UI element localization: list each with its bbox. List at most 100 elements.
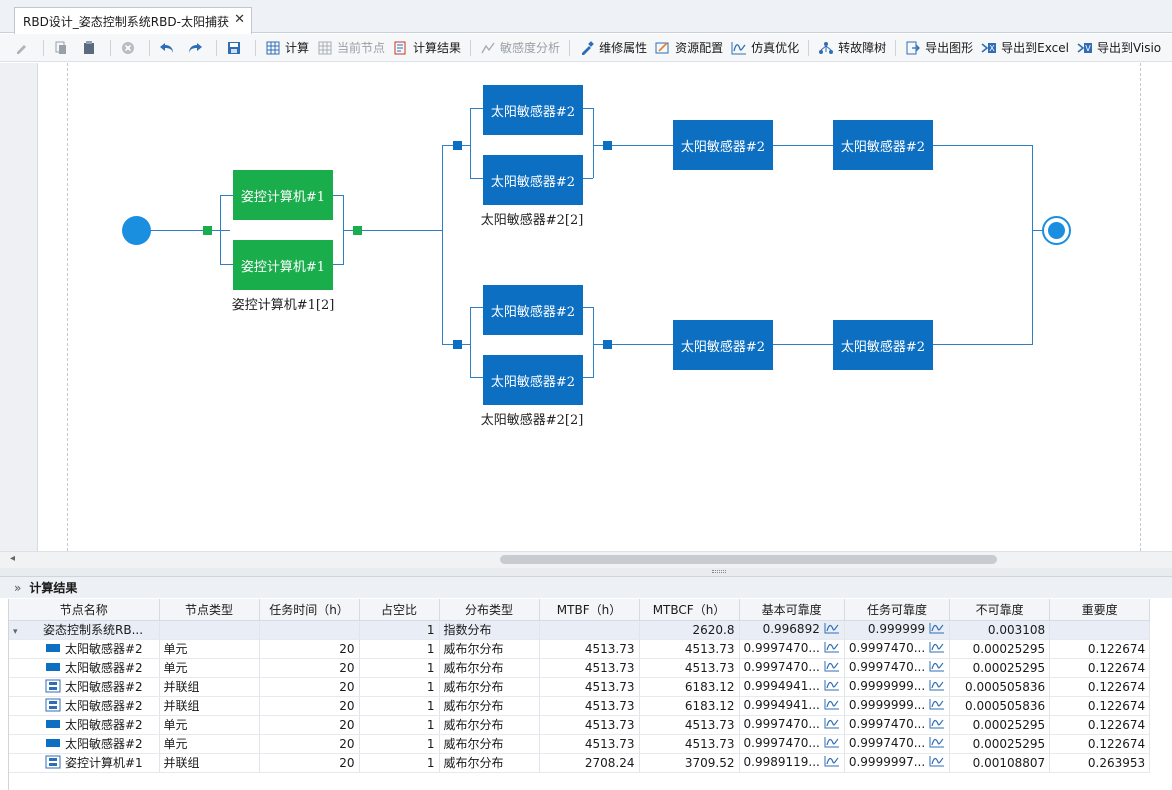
reliability-curve-icon[interactable] [929,679,945,694]
column-header[interactable]: 基本可靠度 [739,599,845,621]
expand-arrow-icon[interactable]: ▾ [13,627,18,637]
reliability-curve-icon[interactable] [929,622,945,637]
reliability-curve-icon[interactable] [929,660,945,675]
top-sensor-block-a[interactable]: 太阳敏感器#2 [483,85,583,135]
export-graphic-button[interactable]: 导出图形 [901,37,977,59]
top-sensor-series-2[interactable]: 太阳敏感器#2 [833,120,933,170]
column-header[interactable]: 分布类型 [439,599,540,621]
redo-button[interactable] [183,37,211,59]
bottom-sensor-block-a[interactable]: 太阳敏感器#2 [483,285,583,335]
cell-time: 20 [259,715,360,735]
cell-imp: 0.122674 [1049,677,1151,697]
cell-mtbf: 4513.73 [539,734,640,754]
end-node[interactable] [1042,216,1071,245]
reliability-curve-icon[interactable] [929,755,945,770]
column-header[interactable]: 占空比 [359,599,440,621]
reliability-curve-icon[interactable] [824,736,840,751]
sensitivity-button[interactable]: 敏感度分析 [476,37,564,59]
computer-block-a[interactable]: 姿控计算机#1 [233,170,333,220]
column-header[interactable]: 节点名称 [9,599,160,621]
column-header[interactable]: 重要度 [1049,599,1151,621]
column-header[interactable]: 不可靠度 [949,599,1051,621]
top-sensor-series-1[interactable]: 太阳敏感器#2 [673,120,773,170]
link [932,344,1032,345]
horizontal-scrollbar[interactable]: ◂ [0,551,1172,568]
cell-time: 20 [259,696,360,716]
computer-block-b[interactable]: 姿控计算机#1 [233,240,333,290]
scroll-left-icon[interactable]: ◂ [10,553,16,564]
top-sensor-block-b[interactable]: 太阳敏感器#2 [483,155,583,205]
reliability-value: 0.9997470... [848,641,926,655]
results-panel-header[interactable]: » 计算结果 [0,576,1172,598]
link [442,145,443,345]
maint-props-button[interactable]: 维修属性 [575,37,651,59]
resource-config-button[interactable]: 资源配置 [651,37,727,59]
cell-basic: 0.9994941... [739,677,845,697]
scrollbar-thumb[interactable] [500,555,997,564]
page-boundary-left [67,63,68,551]
close-tab-icon[interactable]: ✕ [234,12,245,27]
reliability-curve-icon[interactable] [824,717,840,732]
calculate-button[interactable]: 计算 [261,37,313,59]
reliability-curve-icon[interactable] [824,660,840,675]
reliability-curve-icon[interactable] [929,698,945,713]
start-node[interactable] [122,216,151,245]
reliability-curve-icon[interactable] [824,698,840,713]
panel-splitter[interactable] [0,568,1172,576]
column-header[interactable]: MTBF（h） [539,599,640,621]
column-header[interactable]: 任务时间（h） [259,599,360,621]
column-header[interactable]: 节点类型 [159,599,260,621]
reliability-curve-icon[interactable] [824,755,840,770]
connector-node[interactable] [603,141,612,150]
reliability-curve-icon[interactable] [929,717,945,732]
reliability-curve-icon[interactable] [929,641,945,656]
save-button[interactable] [222,37,250,59]
rbd-diagram-canvas[interactable]: 姿控计算机#1 姿控计算机#1 姿控计算机#1[2] 太阳敏感器#2 太阳敏感器… [0,63,1172,568]
reliability-curve-icon[interactable] [824,622,840,637]
delete-icon [120,40,136,56]
column-header[interactable]: 任务可靠度 [844,599,951,621]
reliability-curve-icon[interactable] [929,736,945,751]
undo-button[interactable] [155,37,183,59]
export-visio-label: 导出到Visio [1096,41,1162,55]
current-node-button[interactable]: 当前节点 [313,37,389,59]
cell-time: 20 [259,677,360,697]
link [220,195,221,265]
bottom-sensor-series-1[interactable]: 太阳敏感器#2 [673,320,773,370]
edit-button[interactable] [10,37,38,59]
svg-text:X: X [989,44,995,53]
bottom-sensor-series-2[interactable]: 太阳敏感器#2 [833,320,933,370]
reliability-curve-icon[interactable] [824,679,840,694]
cell-type: 单元 [159,658,260,678]
fault-tree-button[interactable]: 转故障树 [814,37,890,59]
cell-mtbcf: 4513.73 [639,734,740,754]
copy-button[interactable] [49,37,77,59]
delete-button[interactable] [116,37,144,59]
document-tab[interactable]: RBD设计_姿态控制系统RBD-太阳捕获 ✕ [14,7,252,34]
connector-node[interactable] [603,340,612,349]
connector-node[interactable] [203,226,212,235]
toolbar-divider [110,39,111,56]
collapse-chevron-icon[interactable]: » [14,580,22,595]
result-icon [393,40,409,56]
connector-node[interactable] [453,141,462,150]
paste-button[interactable] [77,37,105,59]
bottom-sensor-block-b[interactable]: 太阳敏感器#2 [483,355,583,405]
cell-basic: 0.9997470... [739,658,845,678]
column-header[interactable]: MTBCF（h） [639,599,740,621]
connector-node[interactable] [453,340,462,349]
sim-optimize-button[interactable]: 仿真优化 [727,37,803,59]
connector-node[interactable] [353,226,362,235]
reliability-curve-icon[interactable] [824,641,840,656]
calc-result-button[interactable]: 计算结果 [389,37,465,59]
